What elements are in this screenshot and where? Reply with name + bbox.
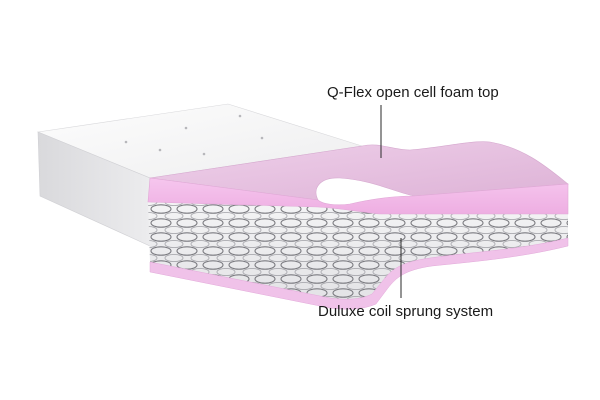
- coil-system-label: Duluxe coil sprung system: [318, 303, 494, 320]
- foam-top-label: Q-Flex open cell foam top: [327, 84, 499, 101]
- pink-base-layer: [149, 237, 569, 310]
- white-comfort-layer: [36, 103, 363, 247]
- pink-foam-layer: [147, 141, 569, 215]
